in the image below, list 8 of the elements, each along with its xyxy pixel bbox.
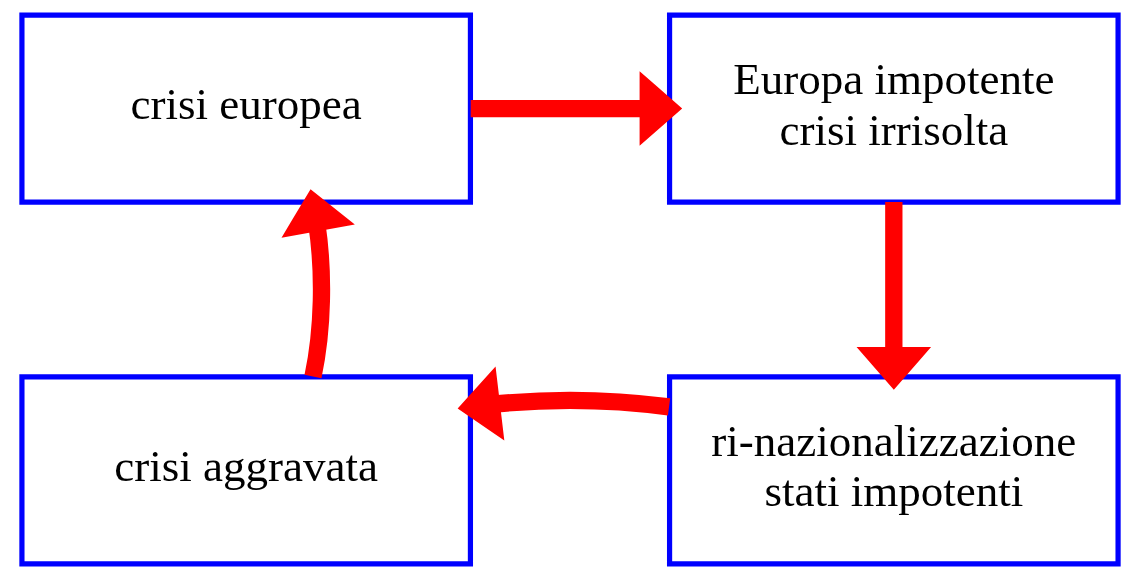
node-box: ri-nazionalizzazione stati impotenti bbox=[666, 374, 1121, 567]
arrow bbox=[470, 71, 682, 146]
node-box: crisi aggravata bbox=[18, 374, 473, 567]
node-box: crisi europea bbox=[18, 12, 473, 205]
arrow bbox=[856, 202, 931, 390]
arrow bbox=[281, 189, 355, 379]
node-box: Europa impotente crisi irrisolta bbox=[666, 12, 1121, 205]
arrow bbox=[457, 366, 670, 441]
